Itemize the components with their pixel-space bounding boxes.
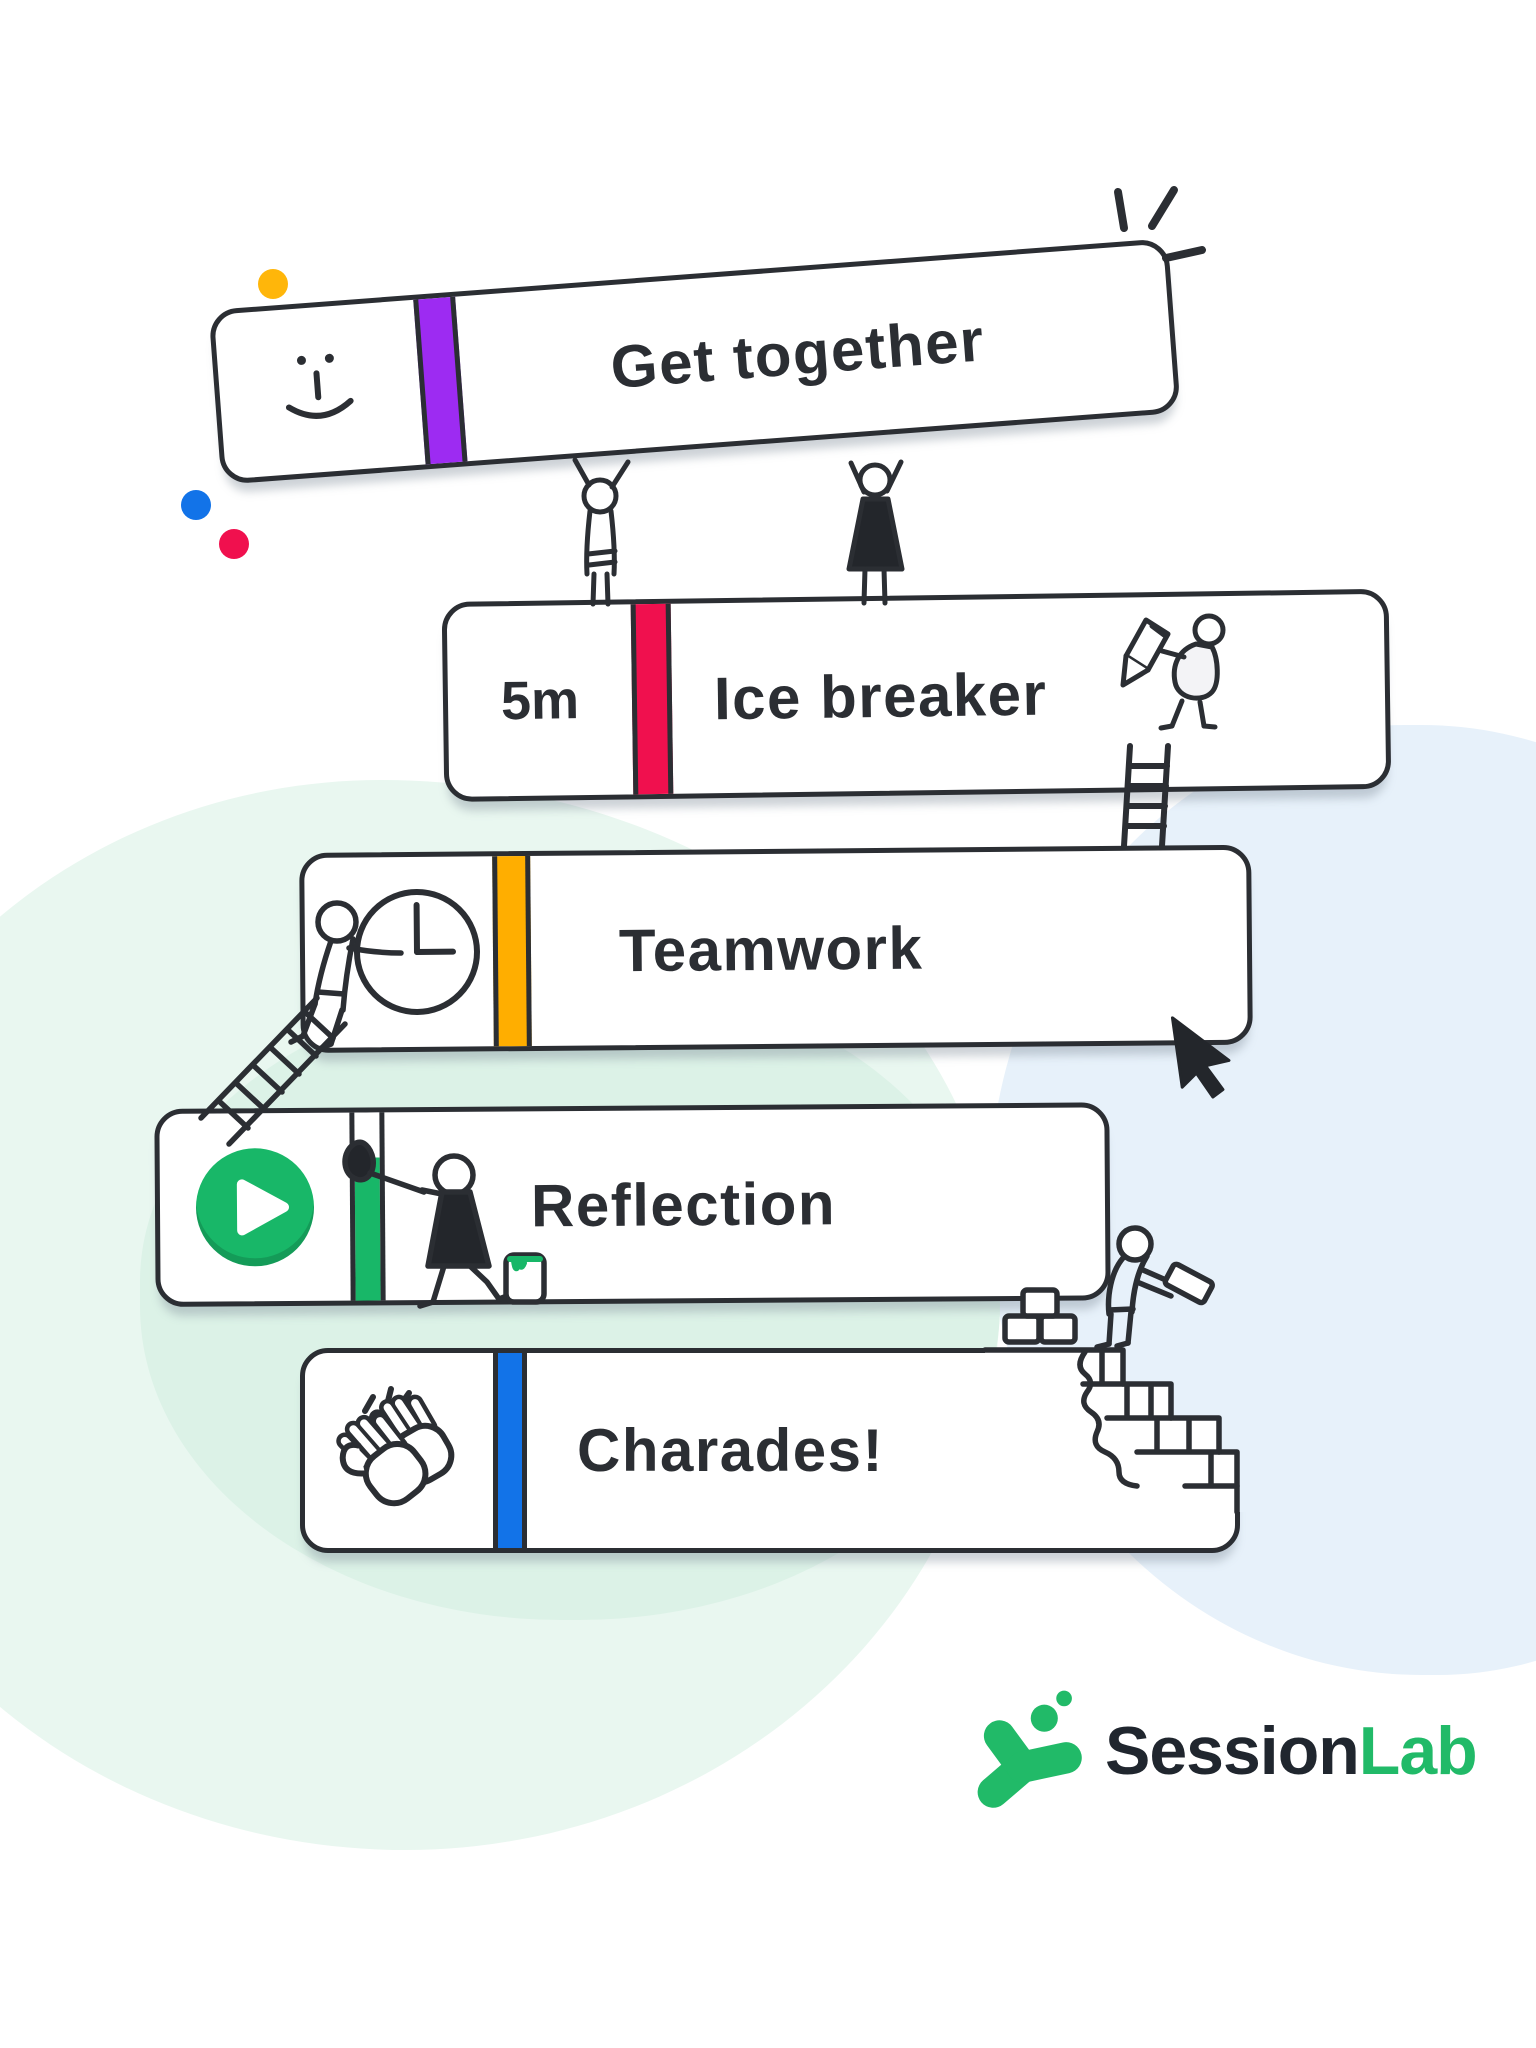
card-icon-zone: [214, 300, 426, 480]
pink-dot: [219, 529, 249, 559]
session-card-teamwork[interactable]: Teamwork: [299, 844, 1253, 1053]
sessionlab-logo: SessionLab: [962, 1688, 1478, 1813]
logo-text-lab: Lab: [1358, 1712, 1478, 1789]
ladder-icon: [1121, 743, 1171, 849]
card-duration-zone: 5m: [447, 604, 634, 797]
sparkle-icon: [1114, 186, 1206, 262]
card-title: Get together: [608, 306, 988, 402]
card-title: Reflection: [530, 1169, 837, 1239]
card-icon-zone: [304, 856, 494, 1048]
session-card-ice-breaker[interactable]: 5m Ice breaker: [441, 588, 1392, 802]
duration-label: 5m: [500, 670, 580, 732]
accent-bar: [493, 1353, 527, 1548]
card-title: Ice breaker: [713, 660, 1048, 732]
person-writing-with-pencil: [1120, 613, 1226, 731]
person-laying-bricks: [982, 1225, 1275, 1515]
accent-bar: [492, 855, 532, 1047]
sessionlab-logo-icon: [977, 1690, 1082, 1808]
card-title: Charades!: [577, 1417, 884, 1484]
mouse-cursor-arrow: [1170, 1016, 1231, 1099]
smiley-face-icon: [285, 353, 354, 419]
play-button-icon[interactable]: [195, 1147, 315, 1267]
card-icon-zone: [305, 1353, 493, 1548]
person-climbing-ladder-to-clock: [198, 900, 404, 1147]
blue-dot: [181, 490, 211, 520]
session-card-reflection[interactable]: Reflection: [154, 1102, 1111, 1307]
card-title: Teamwork: [618, 914, 924, 984]
card-icon-zone: [159, 1113, 350, 1302]
person-painting-bar: [342, 1139, 547, 1309]
accent-bar: [630, 603, 674, 795]
clapping-hands-icon: [336, 1385, 455, 1506]
yellow-dot: [258, 269, 288, 299]
logo-text-session: Session: [1105, 1712, 1360, 1789]
clock-icon: [353, 888, 480, 1015]
two-people-holding-card: [572, 457, 905, 607]
session-card-get-together[interactable]: Get together: [208, 238, 1181, 485]
